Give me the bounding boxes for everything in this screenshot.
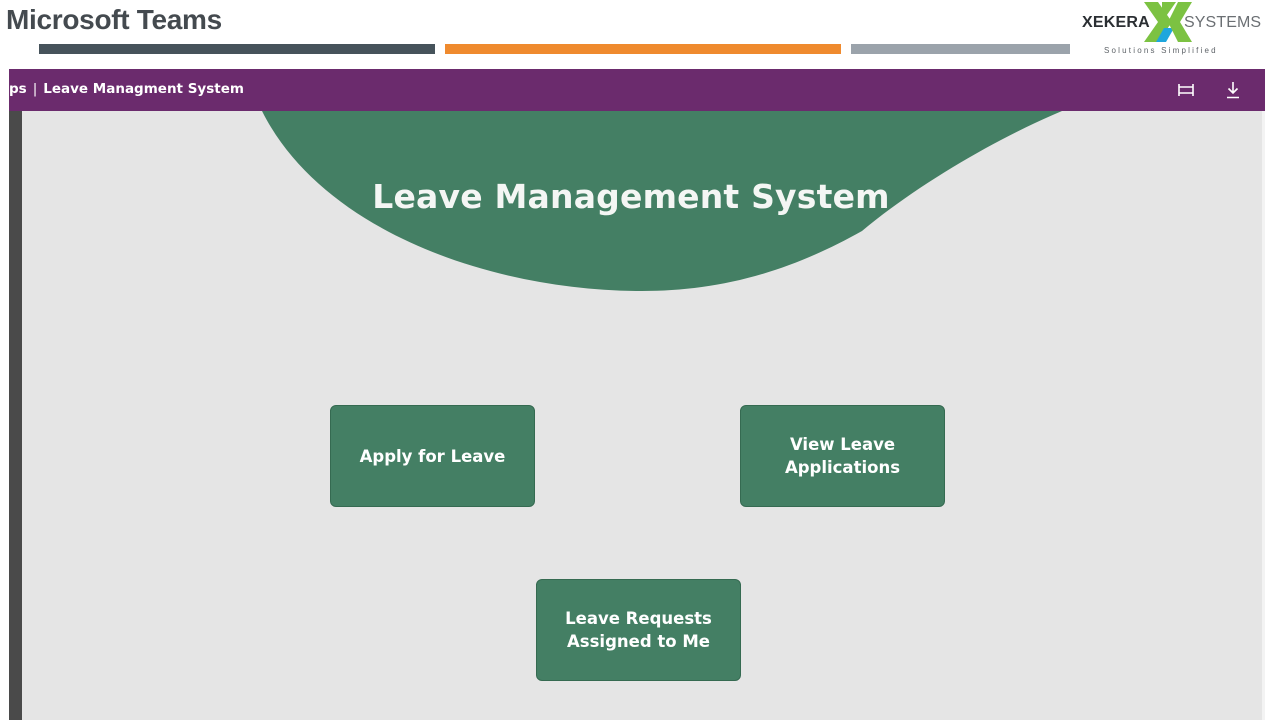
app-title: Leave Management System	[372, 177, 890, 216]
download-icon[interactable]	[1222, 79, 1244, 101]
app-bar-prefix: ps	[9, 81, 27, 97]
teams-app-bar: ps | Leave Managment System	[9, 69, 1265, 111]
logo-x-mark-icon	[1144, 2, 1192, 42]
accent-bar-dark	[39, 44, 435, 54]
company-logo: XEKERA SYSTEMS Solutions Simplified	[1080, 0, 1270, 62]
view-leave-applications-button[interactable]: View Leave Applications	[740, 405, 945, 507]
logo-left-text: XEKERA	[1082, 14, 1150, 31]
leave-requests-assigned-button[interactable]: Leave Requests Assigned to Me	[536, 579, 741, 681]
header-blob-shape	[262, 111, 1062, 291]
logo-right-text: SYSTEMS	[1184, 14, 1262, 31]
apply-for-leave-button[interactable]: Apply for Leave	[330, 405, 535, 507]
slide-title: Microsoft Teams	[6, 4, 222, 35]
window-right-edge	[1262, 111, 1265, 720]
power-app-canvas: Leave Management System Apply for Leave …	[22, 111, 1262, 720]
accent-bar-orange	[445, 44, 841, 54]
app-bar-title: ps | Leave Managment System	[9, 81, 244, 97]
logo-tagline: Solutions Simplified	[1104, 46, 1218, 55]
app-bar-separator: |	[32, 81, 38, 97]
accent-bar-gray	[851, 44, 1070, 54]
expand-icon[interactable]	[1175, 79, 1197, 101]
app-bar-app-name: Leave Managment System	[43, 81, 244, 97]
